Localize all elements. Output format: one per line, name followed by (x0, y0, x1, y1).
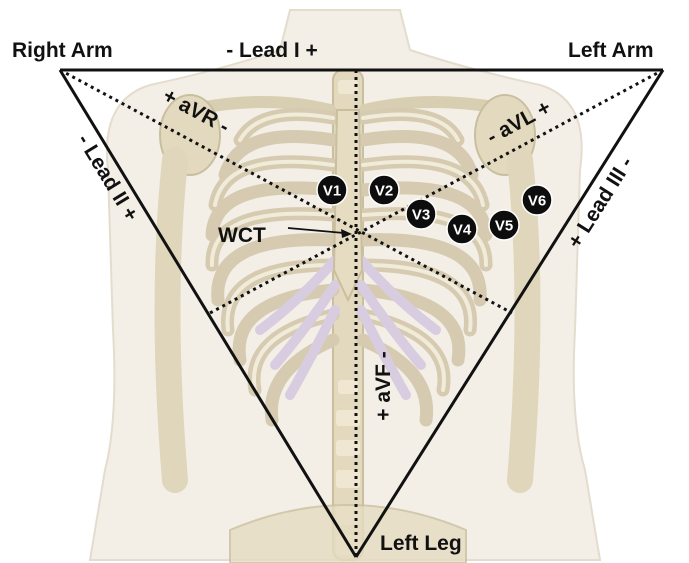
electrode-v1: V1 (317, 175, 347, 205)
lead-i-label: - Lead I + (226, 39, 318, 62)
electrode-v2: V2 (369, 175, 399, 205)
left-arm-label: Left Arm (568, 39, 654, 62)
electrode-v3-label: V3 (412, 207, 430, 224)
left-leg-label: Left Leg (380, 532, 462, 555)
avf-label: + aVF - (372, 351, 395, 420)
electrode-v4-label: V4 (453, 222, 472, 239)
electrode-v2-label: V2 (375, 183, 393, 200)
electrode-v3: V3 (406, 199, 436, 229)
wct-label: WCT (218, 224, 266, 247)
electrode-v5: V5 (489, 210, 519, 240)
electrode-v5-label: V5 (495, 218, 513, 235)
electrode-v6-label: V6 (528, 193, 546, 210)
electrode-v1-label: V1 (323, 183, 341, 200)
electrode-v6: V6 (522, 185, 552, 215)
electrode-v4: V4 (447, 214, 477, 244)
right-arm-label: Right Arm (12, 39, 113, 62)
sternum (334, 110, 362, 300)
